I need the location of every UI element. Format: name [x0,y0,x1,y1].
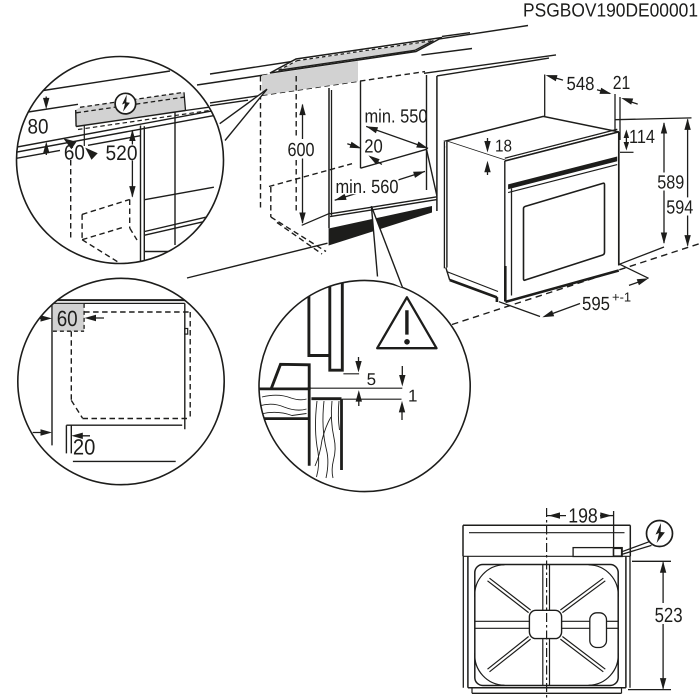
svg-text:548: 548 [567,74,595,95]
svg-text:600: 600 [288,140,315,161]
svg-text:PSGBOV190DE00001: PSGBOV190DE00001 [523,1,698,22]
svg-text:min. 550: min. 550 [365,106,428,127]
svg-text:589: 589 [657,172,684,193]
svg-text:198: 198 [568,505,598,528]
svg-text:60: 60 [57,306,78,331]
svg-text:520: 520 [106,142,138,165]
svg-text:1: 1 [408,387,417,406]
svg-text:60: 60 [64,142,85,165]
svg-text:+-1: +-1 [612,290,631,305]
svg-text:594: 594 [666,197,693,218]
svg-text:80: 80 [28,116,49,139]
svg-text:min. 560: min. 560 [336,177,399,198]
svg-text:5: 5 [367,370,376,389]
svg-text:20: 20 [73,434,96,459]
svg-text:18: 18 [495,137,512,156]
svg-text:595: 595 [582,294,610,315]
svg-text:114: 114 [629,127,655,148]
svg-text:20: 20 [364,136,383,157]
svg-text:523: 523 [655,604,683,627]
svg-text:21: 21 [613,73,631,94]
